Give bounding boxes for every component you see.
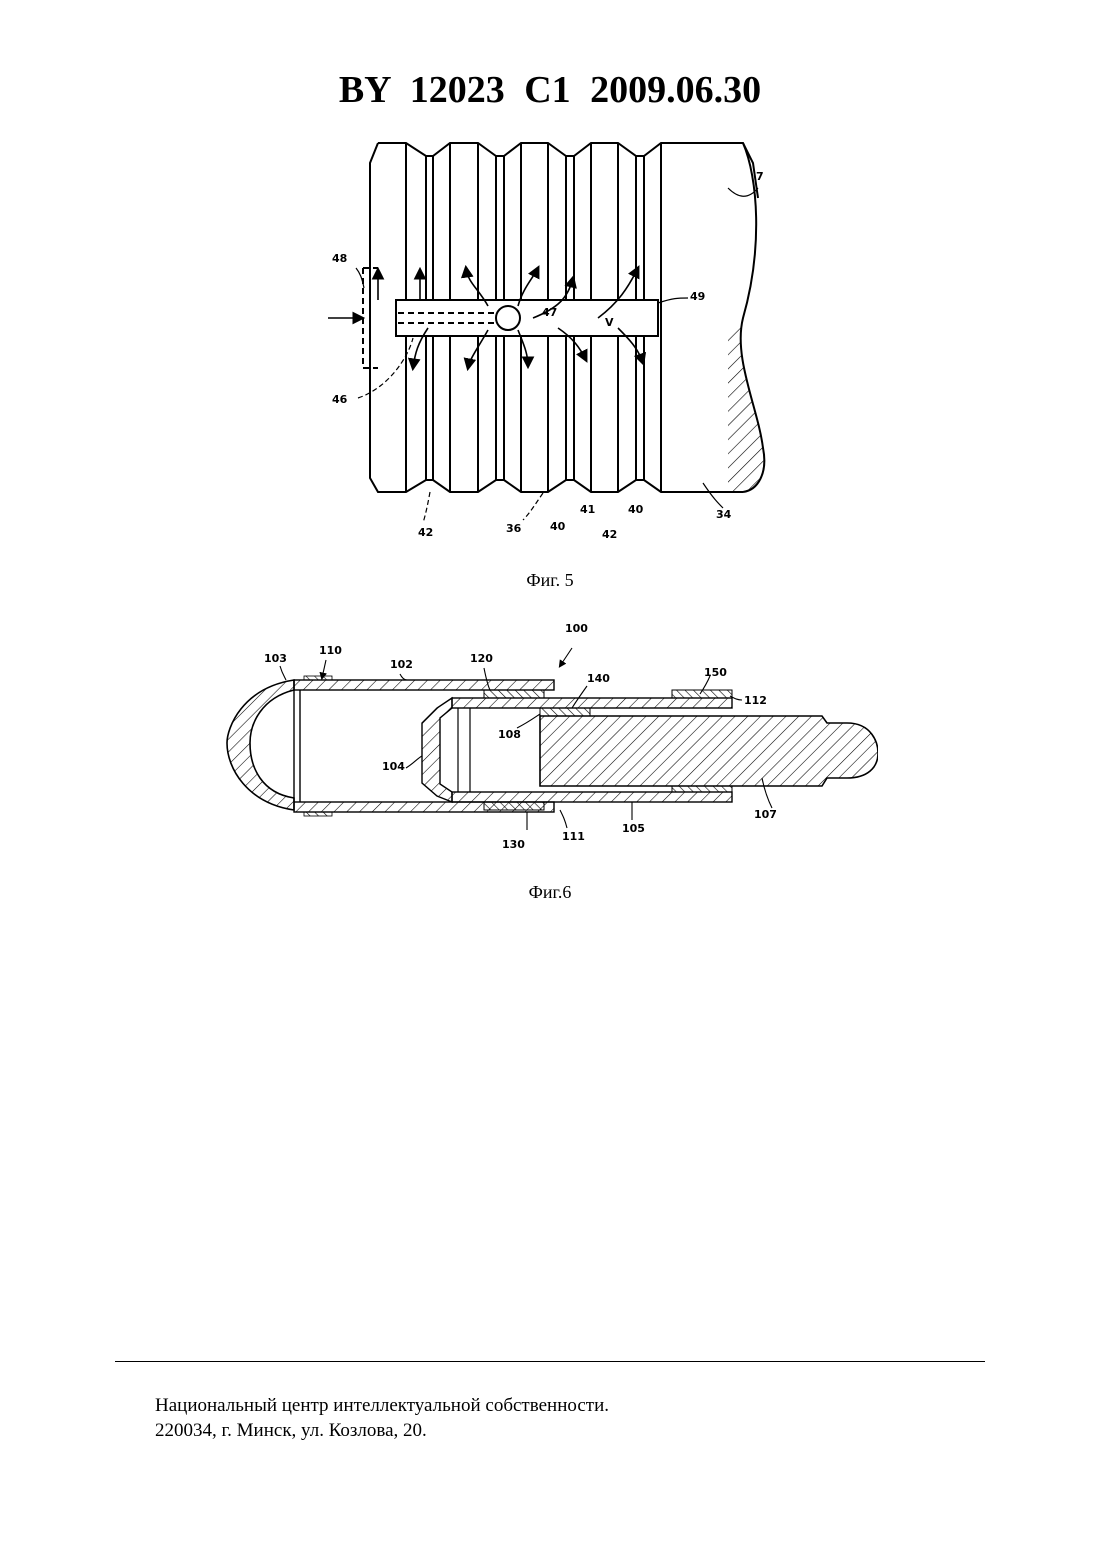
figure-6-drawing: 100 103 110 102 120 140 150 112 108 104 … [222,618,878,854]
fig5-label-46: 46 [332,393,348,406]
figure-5-caption: Фиг. 5 [0,570,1100,591]
fig5-label-42: 42 [418,526,433,539]
fig6-label-140: 140 [587,672,610,685]
fig5-label-42b: 42 [602,528,617,541]
fig6-label-105: 105 [622,822,645,835]
fig5-label-49: 49 [690,290,705,303]
figure-6-caption: Фиг.6 [0,882,1100,903]
fig5-label-40b: 40 [628,503,644,516]
footer-line-address: 220034, г. Минск, ул. Козлова, 20. [155,1418,609,1443]
fig6-label-150: 150 [704,666,727,679]
footer-line-organization: Национальный центр интеллектуальной собс… [155,1393,609,1418]
fig5-label-48: 48 [332,252,347,265]
fig5-label-36: 36 [506,522,522,535]
fig5-label-34: 34 [716,508,732,521]
fig5-label-40a: 40 [550,520,566,533]
fig6-label-110: 110 [319,644,342,657]
fig6-label-112: 112 [744,694,767,707]
fig6-label-107: 107 [754,808,777,821]
fig5-label-47: 47 [542,306,557,319]
fig6-label-130: 130 [502,838,525,851]
fig6-label-100: 100 [565,622,588,635]
figure-5-drawing: 7 48 49 47 V 46 42 36 40 41 40 34 42 [318,128,788,548]
fig5-label-7: 7 [756,170,764,183]
fig5-label-41: 41 [580,503,595,516]
footer-address: Национальный центр интеллектуальной собс… [155,1393,609,1443]
fig6-label-102: 102 [390,658,413,671]
document-header: BY 12023 C1 2009.06.30 [0,68,1100,112]
fig6-label-120: 120 [470,652,493,665]
footer-divider [115,1361,985,1362]
fig6-label-108: 108 [498,728,521,741]
fig6-label-104: 104 [382,760,405,773]
fig6-label-103: 103 [264,652,287,665]
fig6-label-111: 111 [562,830,585,843]
fig5-label-v: V [605,316,614,329]
